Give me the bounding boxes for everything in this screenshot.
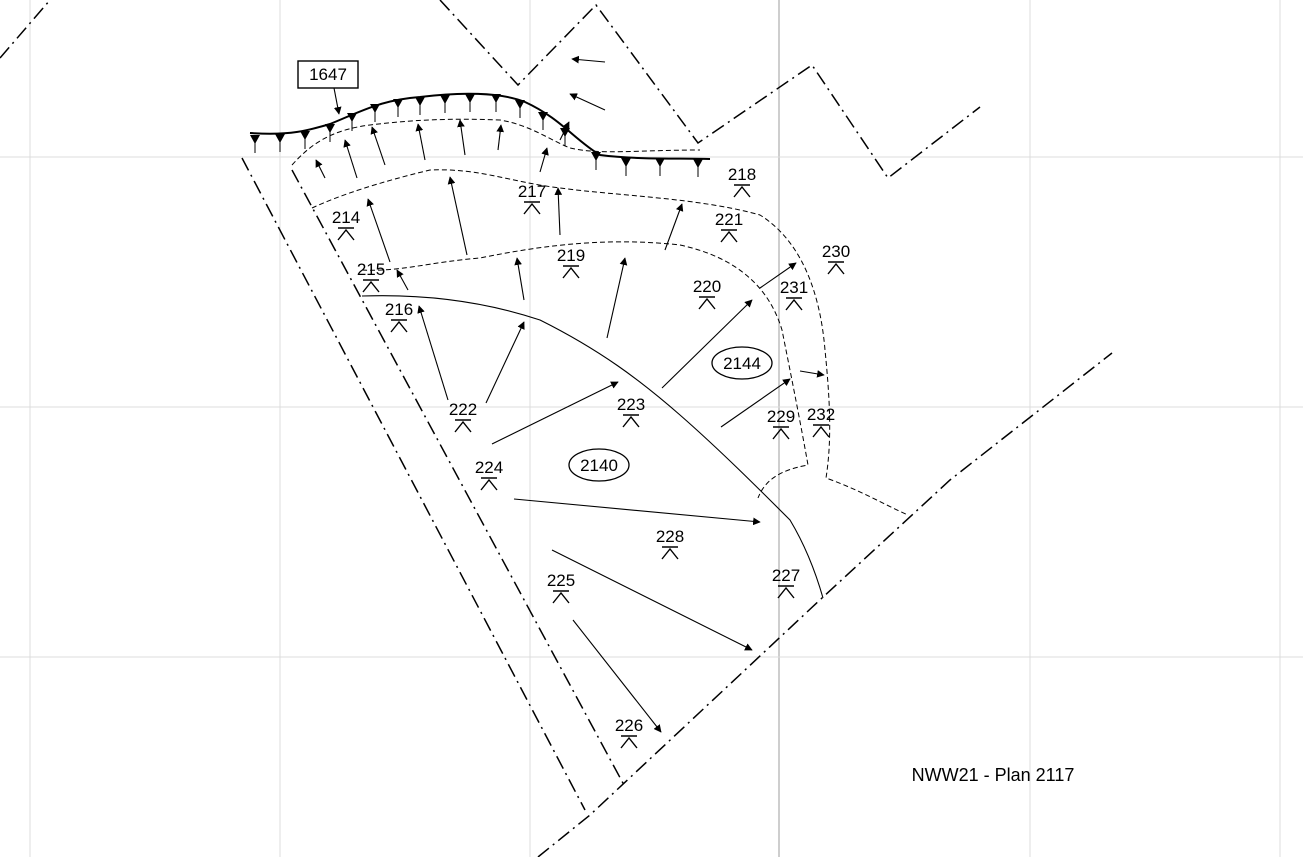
station-symbol: [337, 227, 355, 241]
station-symbol: [620, 735, 638, 749]
point-label-215: 215: [357, 260, 385, 279]
station-symbols: [337, 184, 845, 749]
station-symbol: [698, 296, 716, 310]
feature-label-text: 1647: [309, 65, 347, 84]
point-label-229: 229: [767, 407, 795, 426]
trench-boundaries: [0, 0, 1113, 857]
station-symbol: [523, 201, 541, 215]
station-symbol: [480, 477, 498, 491]
cut-edge: [361, 295, 824, 599]
point-label-214: 214: [332, 208, 360, 227]
point-label-216: 216: [385, 300, 413, 319]
feature-label-1647: 1647: [297, 60, 359, 115]
point-label-219: 219: [557, 246, 585, 265]
hachure-slope: [249, 92, 711, 177]
station-symbol: [772, 426, 790, 440]
station-symbol: [552, 590, 570, 604]
point-label-226: 226: [615, 716, 643, 735]
survey-points: 214 215 216 217 218 219 220 221 222 223 …: [332, 165, 850, 735]
station-symbol: [785, 297, 803, 311]
station-symbol: [777, 585, 795, 599]
station-symbol: [827, 261, 845, 275]
point-label-231: 231: [780, 278, 808, 297]
station-symbol: [661, 546, 679, 560]
point-label-217: 217: [518, 182, 546, 201]
station-symbol: [454, 419, 472, 433]
station-symbol: [720, 229, 738, 243]
plan-caption: NWW21 - Plan 2117: [912, 765, 1075, 785]
station-symbol: [733, 184, 751, 198]
station-symbol: [362, 279, 380, 293]
station-symbol: [812, 424, 830, 438]
point-label-225: 225: [547, 571, 575, 590]
context-ellipse-2140: 2140: [568, 448, 630, 482]
ellipse-label-2144: 2144: [723, 354, 761, 373]
point-label-222: 222: [449, 400, 477, 419]
station-symbol: [390, 319, 408, 333]
ellipse-label-2140: 2140: [580, 456, 618, 475]
layer-edges: [291, 118, 909, 516]
context-ellipse-2144: 2144: [711, 346, 773, 380]
point-label-232: 232: [807, 405, 835, 424]
point-label-224: 224: [475, 458, 503, 477]
station-symbol: [622, 414, 640, 428]
point-label-228: 228: [656, 527, 684, 546]
station-symbol: [562, 265, 580, 279]
point-label-220: 220: [693, 277, 721, 296]
point-label-227: 227: [772, 566, 800, 585]
point-label-221: 221: [715, 210, 743, 229]
point-label-223: 223: [617, 395, 645, 414]
point-label-230: 230: [822, 242, 850, 261]
point-label-218: 218: [728, 165, 756, 184]
section-arrows: [315, 55, 825, 733]
